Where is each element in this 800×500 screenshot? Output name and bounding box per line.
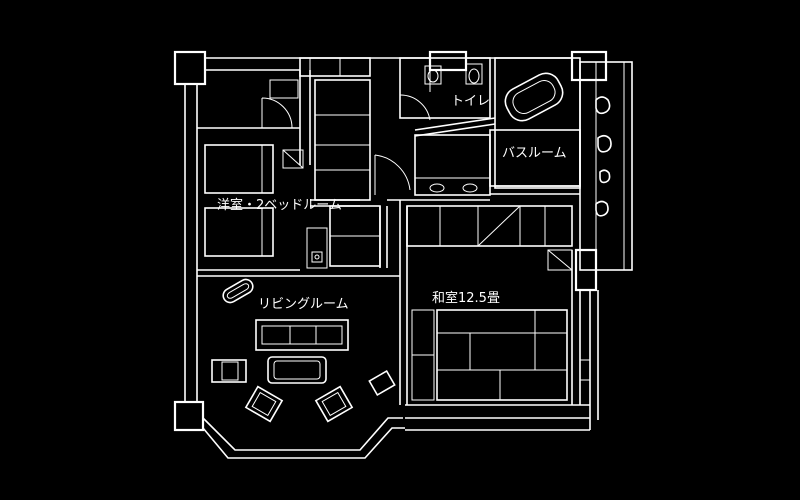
living-room-label: リビングルーム <box>258 297 349 312</box>
japanese-room <box>399 200 590 405</box>
stepping-stone <box>595 96 611 115</box>
tatami-area <box>436 309 568 401</box>
western-bedroom-room <box>197 70 360 277</box>
closets <box>299 57 411 268</box>
bath-label: バスルーム <box>502 146 567 161</box>
coffee-table <box>267 356 327 384</box>
living-room <box>211 275 400 423</box>
bathtub <box>504 72 564 122</box>
toilet-room <box>399 57 496 137</box>
sofa <box>255 319 349 351</box>
washroom <box>387 134 491 201</box>
stepping-stone <box>597 134 612 153</box>
massage-chair <box>222 278 254 304</box>
toilet-fixture <box>465 63 483 85</box>
bed <box>204 144 274 194</box>
stepping-stone <box>595 200 609 217</box>
sink <box>462 183 478 193</box>
japanese-room-label: 和室12.5畳 <box>432 290 500 306</box>
garden-balcony <box>579 61 633 271</box>
toilet-fixture <box>424 65 442 85</box>
bath-room <box>489 57 581 195</box>
bed <box>204 207 274 257</box>
sink <box>429 183 445 193</box>
western-bedroom-label: 洋室・2ベッドルーム <box>217 197 342 213</box>
side-chair <box>368 369 396 397</box>
armchair <box>211 359 247 383</box>
outer-walls <box>173 50 608 459</box>
stepping-stone <box>599 169 611 184</box>
armchair <box>314 385 354 423</box>
toilet-label: トイレ <box>451 94 490 109</box>
armchair <box>244 385 284 423</box>
